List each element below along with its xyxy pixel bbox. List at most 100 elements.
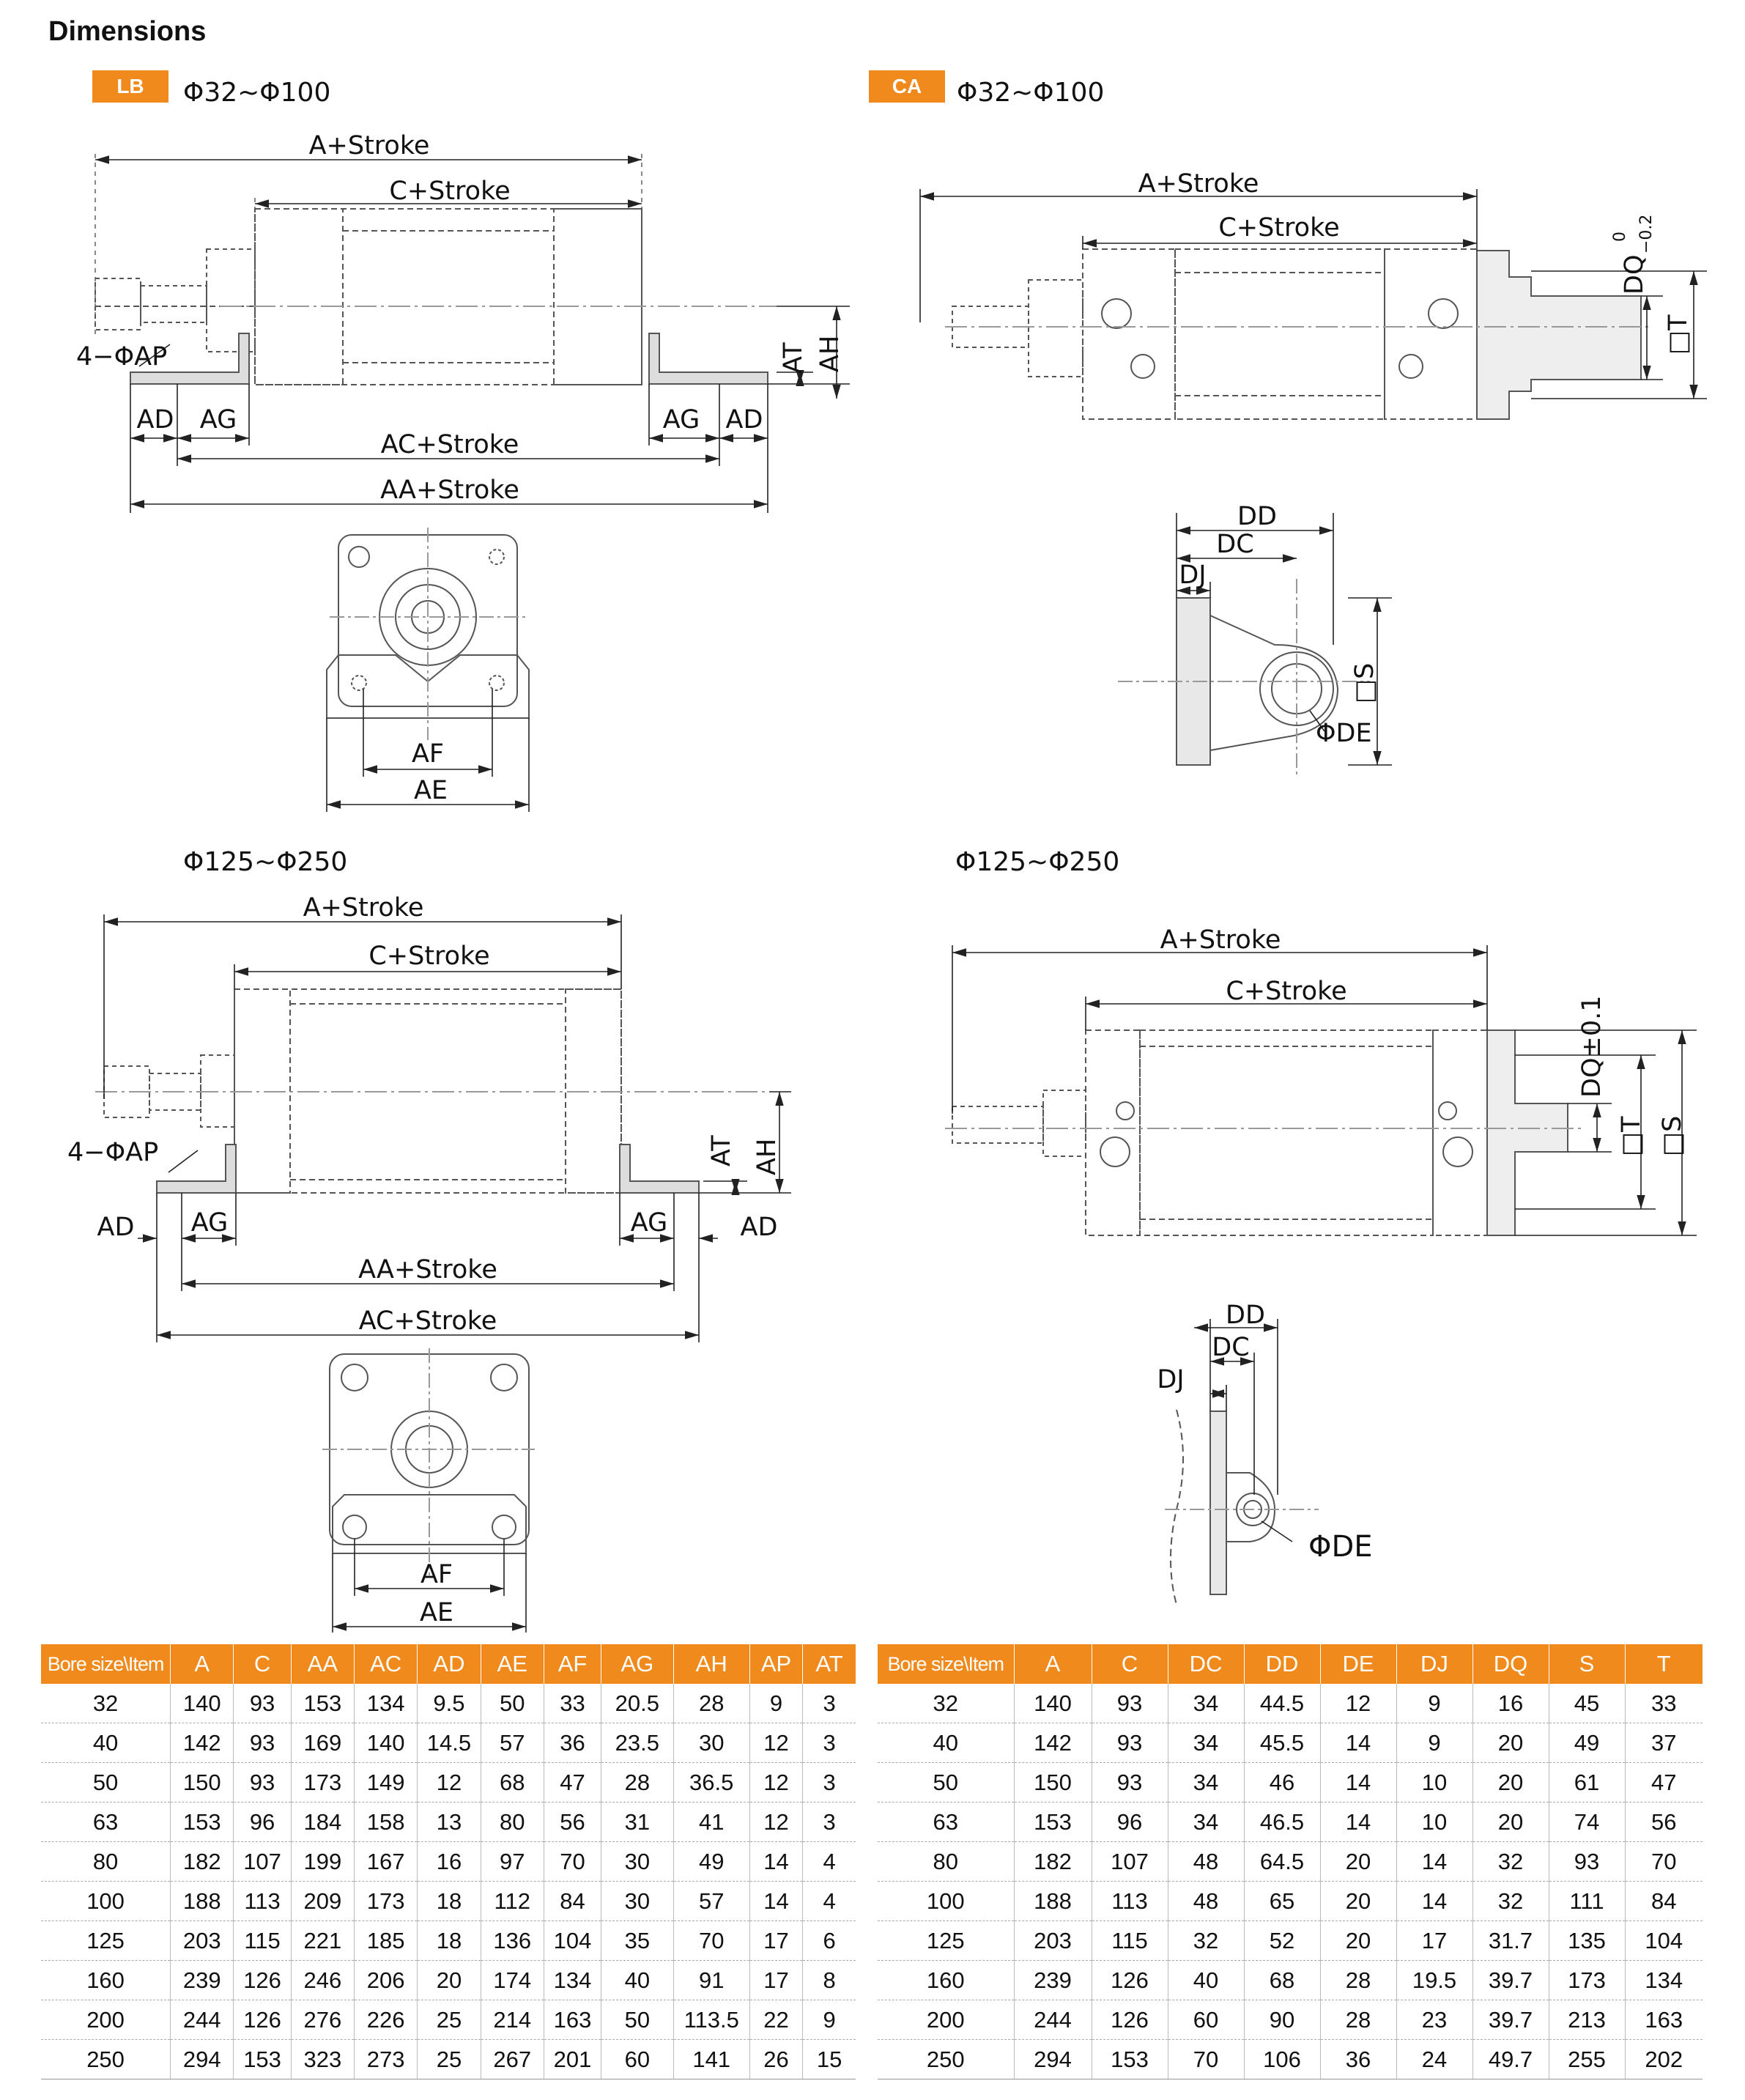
table-cell: 323 [291,2039,355,2079]
table-cell: 153 [170,1802,234,1842]
table-cell: 25 [417,2000,481,2040]
table-cell: 214 [481,2000,544,2040]
table-cell: 93 [233,1723,292,1763]
table-cell: 273 [354,2039,418,2079]
table-cell: 46.5 [1244,1802,1321,1842]
table-cell: 250 [878,2039,1015,2079]
table-cell: 63 [878,1802,1015,1842]
table-cell: 3 [802,1684,856,1723]
lb-small-dimensions [95,155,850,513]
ca-small-clevis-labels: DD DC DJ □S ΦDE [1179,502,1379,748]
table-cell: 57 [673,1881,750,1921]
lb-small-side-view [95,154,777,385]
ca-small-de-label: ΦDE [1316,719,1372,748]
table-cell: 104 [544,1920,602,1961]
table-cell: 74 [1549,1802,1626,1842]
table-cell: 182 [1014,1841,1092,1882]
ca-large-dj-label: DJ [1157,1365,1184,1394]
lb-small-front-view [326,528,530,740]
table-cell: 20 [1472,1802,1549,1842]
table-cell: 44.5 [1244,1684,1321,1723]
table-cell: 113 [233,1881,292,1921]
table-cell: 136 [481,1920,544,1961]
table-cell: 32 [878,1684,1015,1723]
table-cell: 47 [544,1762,602,1803]
table-cell: 65 [1244,1881,1321,1921]
table-cell: 93 [233,1684,292,1723]
column-header: S [1549,1644,1626,1684]
table-cell: 3 [802,1802,856,1842]
table-cell: 36.5 [673,1762,750,1803]
lb-tag: LB [92,70,168,103]
lb-large-ac-stroke-label: AC+Stroke [359,1306,497,1336]
table-cell: 100 [41,1881,171,1921]
lb-small-at-label: AT [779,342,808,374]
table-cell: 142 [170,1723,234,1763]
lb-small-front-dimensions [326,689,530,812]
column-header: Bore size\Item [41,1644,171,1684]
table-cell: 115 [233,1920,292,1961]
table-cell: 37 [1625,1723,1703,1763]
table-cell: 49 [1549,1723,1626,1763]
table-cell: 246 [291,1960,355,2000]
table-cell: 70 [1625,1841,1703,1882]
table-cell: 203 [170,1920,234,1961]
table-cell: 104 [1625,1920,1703,1961]
table-cell: 32 [41,1684,171,1723]
table-cell: 80 [481,1802,544,1842]
ca-large-clevis-view [1165,1409,1319,1605]
table-cell: 188 [170,1881,234,1921]
table-cell: 93 [233,1762,292,1803]
table-cell: 4 [802,1841,856,1882]
lb-large-front-view [322,1348,535,1575]
table-cell: 15 [802,2039,856,2079]
ca-large-de-label: ΦDE [1308,1530,1373,1564]
table-cell: 125 [878,1920,1015,1961]
table-cell: 9 [1396,1723,1473,1763]
table-cell: 97 [481,1841,544,1882]
table-cell: 100 [878,1881,1015,1921]
column-header: AT [802,1644,856,1684]
table-cell: 46 [1244,1762,1321,1803]
table-cell: 63 [41,1802,171,1842]
table-cell: 35 [601,1920,674,1961]
lb-large-c-stroke-label: C+Stroke [368,942,489,971]
table-cell: 80 [878,1841,1015,1882]
ca-small-labels: A+Stroke C+Stroke DQ 0 −0.2 □T [1138,169,1693,355]
table-cell: 107 [1092,1841,1168,1882]
table-cell: 28 [1320,2000,1397,2040]
page-title: Dimensions [48,16,207,47]
table-cell: 149 [354,1762,418,1803]
ca-small-dj-label: DJ [1179,561,1206,590]
lb-small-ah-label: AH [815,336,845,372]
lb-small-ag-right-label: AG [663,405,700,435]
lb-large-ag-right-label: AG [631,1208,667,1238]
table-cell: 32 [1472,1841,1549,1882]
table-cell: 16 [417,1841,481,1882]
ca-large-clevis-dimensions [1194,1319,1293,1542]
table-cell: 126 [233,2000,292,2040]
table-cell: 34 [1168,1723,1245,1763]
table-cell: 111 [1549,1881,1626,1921]
column-header: AA [291,1644,355,1684]
table-cell: 184 [291,1802,355,1842]
table-cell: 70 [1168,2039,1245,2079]
table-cell: 26 [749,2039,804,2079]
lb-range-small: Φ32~Φ100 [183,78,331,108]
column-header: AG [601,1644,674,1684]
table-cell: 153 [1014,1802,1092,1842]
table-cell: 18 [417,1920,481,1961]
table-cell: 14.5 [417,1723,481,1763]
ca-large-dq-label: DQ±0.1 [1577,996,1607,1098]
table-cell: 158 [354,1802,418,1842]
table-cell: 20 [1320,1881,1397,1921]
table-cell: 17 [749,1960,804,2000]
